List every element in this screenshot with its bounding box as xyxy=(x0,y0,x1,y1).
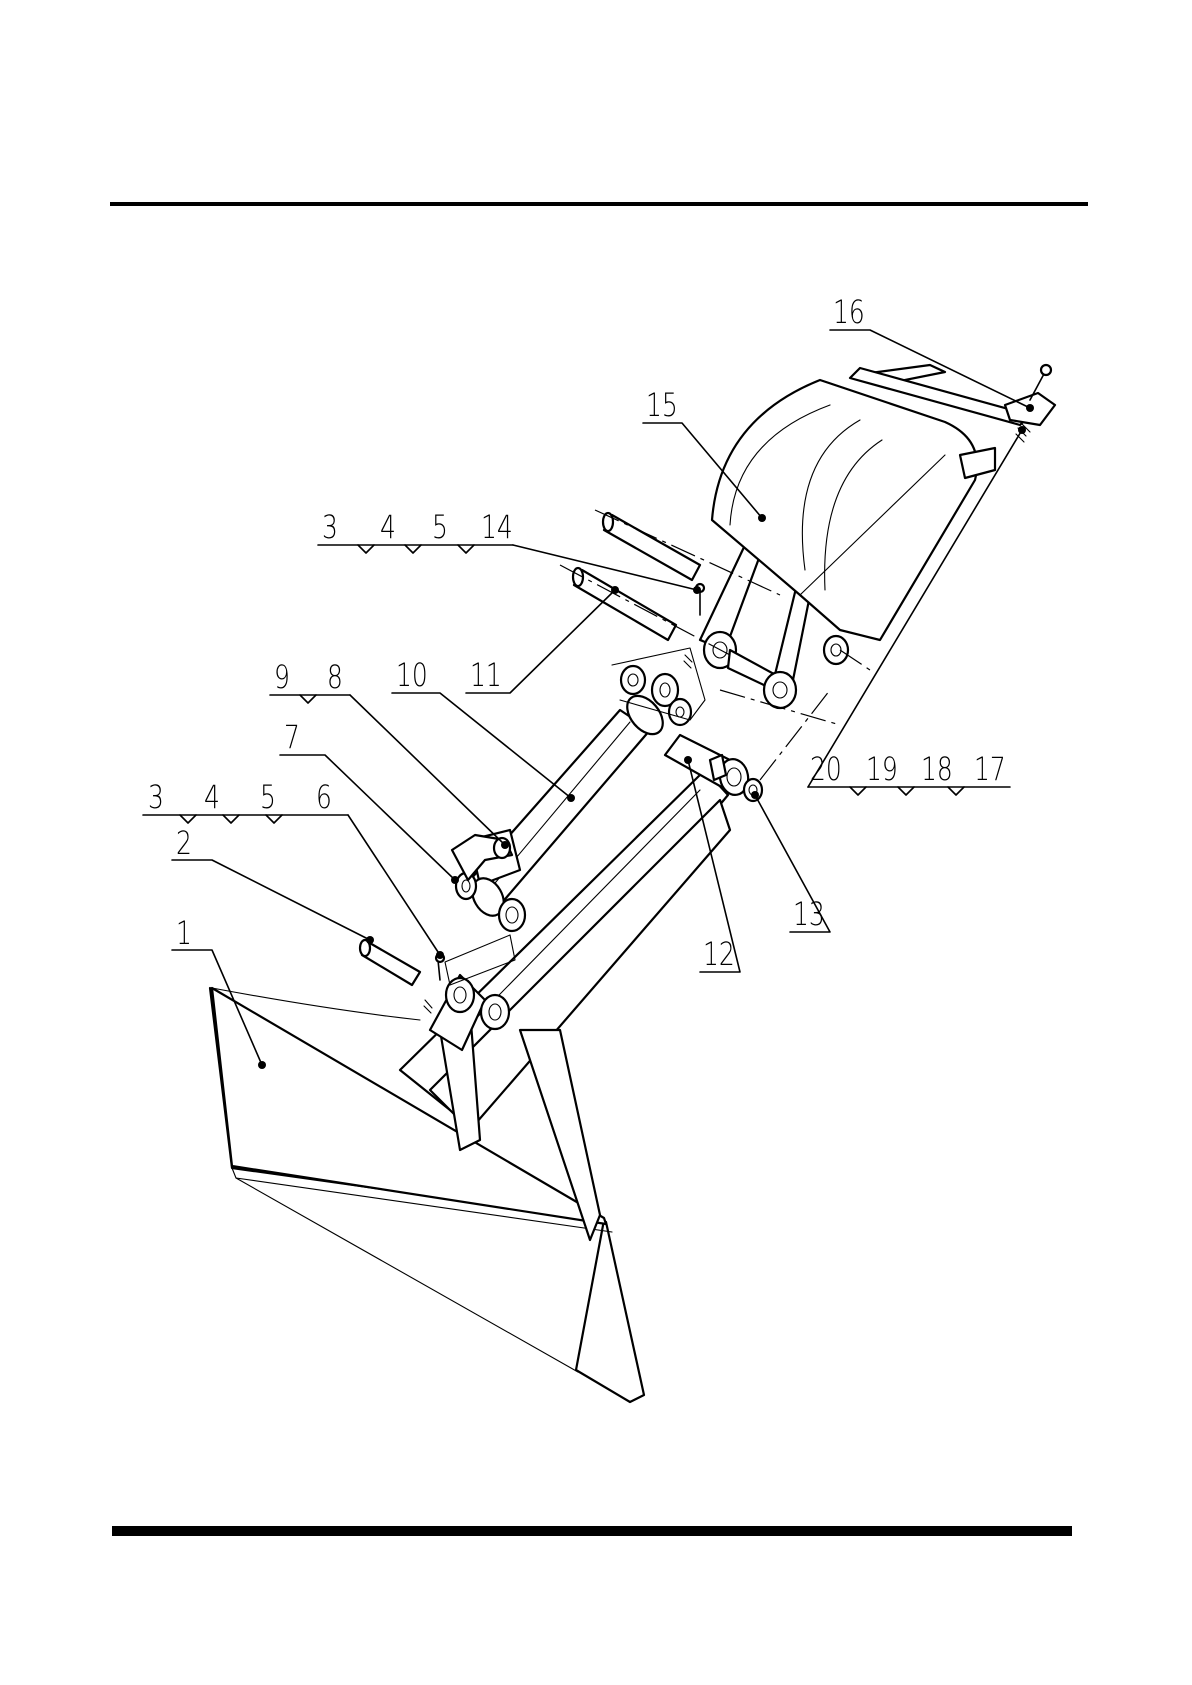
callout-7: 7 xyxy=(284,718,300,756)
callout-15: 15 xyxy=(646,386,678,424)
callout-19: 19 xyxy=(866,750,898,788)
callout-3: 3 xyxy=(322,508,338,546)
callout-17: 17 xyxy=(974,750,1006,788)
callout-18: 18 xyxy=(921,750,953,788)
callout-16: 16 xyxy=(833,293,865,331)
callout-12: 12 xyxy=(703,935,735,973)
callout-6: 6 xyxy=(316,778,332,816)
callout-10: 10 xyxy=(396,656,428,694)
lower-pin xyxy=(360,940,444,1013)
callout-20: 20 xyxy=(810,750,842,788)
bucket xyxy=(712,365,1030,640)
callout-3: 3 xyxy=(148,778,164,816)
handle-bolt xyxy=(1005,365,1055,442)
pins-upper xyxy=(573,513,704,668)
callout-13: 13 xyxy=(793,895,825,933)
callout-4: 4 xyxy=(380,508,396,546)
callout-5: 5 xyxy=(260,778,276,816)
callout-5: 5 xyxy=(432,508,448,546)
callout-8: 8 xyxy=(327,658,343,696)
callout-9: 9 xyxy=(274,658,290,696)
callout-11: 11 xyxy=(470,656,502,694)
callout-14: 14 xyxy=(481,508,513,546)
callout-1: 1 xyxy=(176,914,192,952)
callout-4: 4 xyxy=(204,778,220,816)
callout-2: 2 xyxy=(176,824,192,862)
